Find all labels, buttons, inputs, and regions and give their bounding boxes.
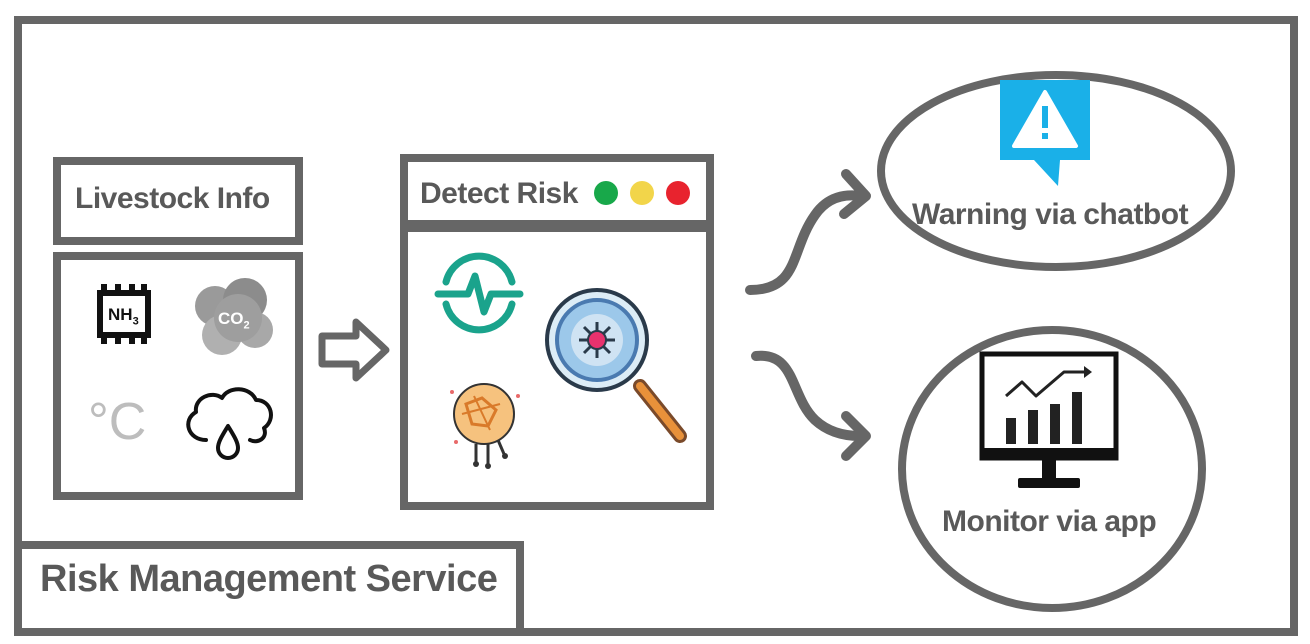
flow-arrow-to-detect xyxy=(318,318,390,382)
flow-arrow-to-warning xyxy=(745,169,871,295)
livestock-header-box xyxy=(53,157,303,245)
nh3-label: NH3 xyxy=(108,305,139,328)
magnifier-virus-icon xyxy=(545,288,687,443)
co2-cloud-icon xyxy=(195,278,273,355)
status-dot-green xyxy=(594,181,618,205)
title-box xyxy=(14,541,524,630)
humidity-cloud-icon xyxy=(186,387,273,460)
livestock-header-label: Livestock Info xyxy=(75,182,270,215)
nh3-sensor-icon xyxy=(97,284,151,344)
detect-header-box xyxy=(400,154,714,228)
status-dot-yellow xyxy=(630,181,654,205)
warning-label: Warning via chatbot xyxy=(912,198,1189,231)
service-frame xyxy=(14,16,1298,636)
monitor-chart-icon xyxy=(979,351,1119,488)
co2-label: CO2 xyxy=(218,309,250,332)
heart-rate-icon xyxy=(434,252,524,334)
ai-brain-icon xyxy=(450,383,520,469)
detect-header-label: Detect Risk xyxy=(420,177,578,210)
service-title: Risk Management Service xyxy=(40,558,498,600)
status-dot-red xyxy=(666,181,690,205)
monitor-label: Monitor via app xyxy=(942,505,1157,538)
alert-bubble-icon xyxy=(1000,80,1090,186)
flow-arrow-to-monitor xyxy=(751,350,871,461)
temperature-label: °C xyxy=(88,393,147,451)
